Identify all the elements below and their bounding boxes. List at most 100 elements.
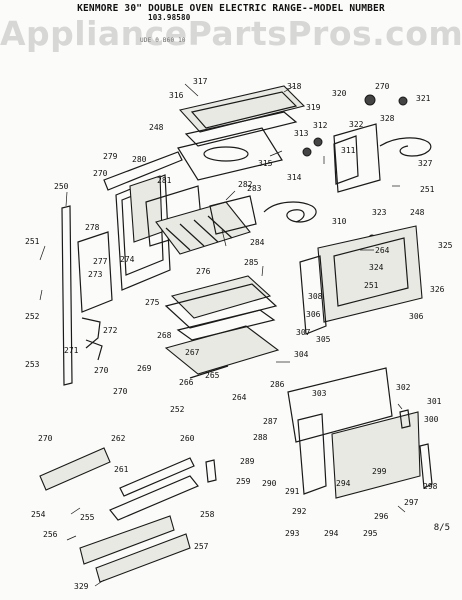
part-label: 322 [349,120,364,129]
part-label: 270 [375,82,390,91]
part-310-bake-element [263,201,317,223]
part-label: 321 [416,94,431,103]
part-label: 290 [262,479,277,488]
part-259-hinge [205,459,217,483]
part-label: 256 [43,530,58,539]
part-label: 273 [88,270,103,279]
part-291-drawer-side [297,413,327,495]
part-label: 294 [324,529,339,538]
part-label: 280 [132,155,147,164]
part-label: 279 [103,152,118,161]
part-label: 272 [103,326,118,335]
part-label: 251 [25,237,40,246]
part-312-knob [313,137,323,147]
part-label: 306 [306,310,321,319]
part-label: 286 [270,380,285,389]
part-322-control-panel [333,123,381,193]
part-label: 291 [285,487,300,496]
part-label: 266 [179,378,194,387]
part-303-drawer-front [287,367,393,443]
part-label: 251 [364,281,379,290]
part-label: 304 [294,350,309,359]
leader-lines [39,83,406,587]
part-label: 252 [25,312,40,321]
part-label: 314 [287,173,302,182]
part-label: 254 [31,510,46,519]
part-label: 292 [292,507,307,516]
part-label: 262 [111,434,126,443]
model-number: 103.98580 [148,13,191,22]
part-label: 248 [410,208,425,217]
part-label: 255 [80,513,95,522]
model-suffix-text: UDE 0 B60 10 [140,37,186,44]
part-268-pan-insert [176,309,276,341]
part-label: 323 [372,208,387,217]
part-label: 264 [375,246,390,255]
part-label: 315 [258,159,273,168]
part-308-door-side [299,255,327,335]
part-306-door-frame [317,225,423,323]
part-label: 271 [64,346,79,355]
part-257-toe-kick [95,533,191,583]
part-300-stop [399,409,411,429]
part-label: 253 [25,360,40,369]
part-label: 319 [306,103,321,112]
part-label: 293 [285,529,300,538]
rack-wire-1 [165,227,191,251]
part-275-broiler-pan [164,283,278,329]
part-label: 248 [149,123,164,132]
part-label: 251 [420,185,435,194]
part-label: 268 [157,331,172,340]
part-label: 259 [236,477,251,486]
part-label: 258 [200,510,215,519]
part-label: 297 [404,498,419,507]
part-311-clock [333,135,359,185]
part-324-door-glass [333,237,409,307]
part-label: 288 [253,433,268,442]
part-label: 305 [316,335,331,344]
part-label: 257 [194,542,209,551]
part-label: 326 [430,285,445,294]
part-284-back-panel [209,195,257,235]
part-label: 299 [372,467,387,476]
part-260-trim [109,475,199,521]
part-label: 283 [247,184,262,193]
part-label: 270 [113,387,128,396]
diagram-title: KENMORE 30" DOUBLE OVEN ELECTRIC RANGE--… [77,3,385,14]
part-label: 317 [193,77,208,86]
part-279-channel [103,151,183,191]
part-label: 296 [374,512,389,521]
part-label: 324 [369,263,384,272]
part-label: 302 [396,383,411,392]
part-250-side-trim [61,205,73,386]
part-label: 277 [93,257,108,266]
part-label: 252 [170,405,185,414]
part-label: 281 [157,176,172,185]
part-label: 260 [180,434,195,443]
part-271-bracket [85,339,103,361]
rack-wire-2 [179,223,205,247]
part-label: 308 [308,292,323,301]
part-label: 301 [427,397,442,406]
part-label: 300 [424,415,439,424]
part-318-top-panel [190,91,298,129]
part-label: 325 [438,241,453,250]
rack-wire-3 [193,219,219,243]
part-258-trim [119,457,195,497]
part-label: 329 [74,582,89,591]
part-label: 269 [137,364,152,373]
part-label: 270 [93,169,108,178]
part-313-switch [302,147,312,157]
part-label: 250 [54,182,69,191]
part-label: 294 [336,479,351,488]
part-label: 310 [332,217,347,226]
rack-wire-4 [207,215,233,239]
part-319-trim [184,111,298,147]
part-label: 284 [250,238,265,247]
part-label: 328 [380,114,395,123]
part-label: 320 [332,89,347,98]
part-label: 289 [240,457,255,466]
part-320-knob [364,94,376,106]
